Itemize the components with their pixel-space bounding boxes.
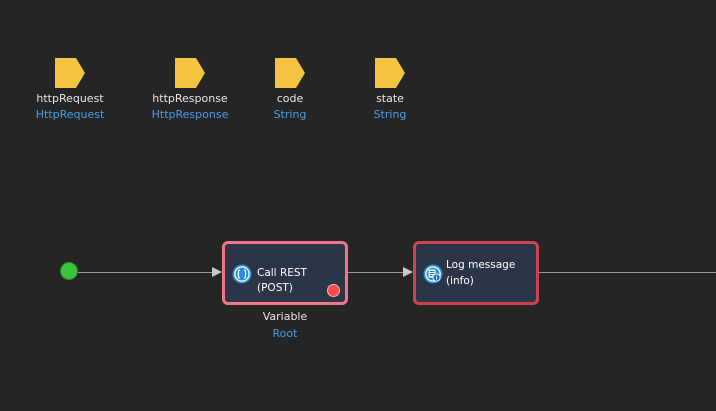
- parameter-type: String: [273, 108, 307, 121]
- rest-call-icon: [232, 264, 252, 284]
- parameter-httprequest[interactable]: httpRequest HttpRequest: [15, 57, 125, 122]
- activity-label: Call REST (POST): [257, 267, 307, 294]
- parameter-icon: [175, 58, 205, 88]
- parameter-type: HttpRequest: [35, 108, 105, 121]
- rest-output-variable: Variable Root: [222, 309, 348, 341]
- parameter-type: HttpResponse: [151, 108, 229, 121]
- parameter-icon: [275, 58, 305, 88]
- call-rest-activity[interactable]: Call REST (POST): [222, 241, 348, 305]
- parameter-name: code: [276, 92, 304, 105]
- parameter-type: String: [373, 108, 407, 121]
- arrowhead-icon: [403, 267, 413, 277]
- parameter-state[interactable]: state String: [335, 57, 445, 122]
- error-indicator-icon[interactable]: [327, 284, 340, 297]
- parameter-code[interactable]: code String: [235, 57, 345, 122]
- activity-label: Log message: [446, 259, 516, 271]
- activity-label: (info): [446, 275, 474, 287]
- parameter-name: httpResponse: [152, 92, 228, 105]
- sequence-flow-log-to-next[interactable]: [539, 272, 716, 273]
- log-message-icon: [423, 264, 443, 284]
- output-variable-name: Variable: [262, 310, 308, 323]
- arrowhead-icon: [212, 267, 222, 277]
- start-event-icon[interactable]: [60, 262, 78, 280]
- parameter-name: state: [376, 92, 404, 105]
- parameter-icon: [375, 58, 405, 88]
- sequence-flow-rest-to-log[interactable]: [348, 272, 405, 273]
- sequence-flow-start-to-rest[interactable]: [78, 272, 214, 273]
- parameter-icon: [55, 58, 85, 88]
- log-message-activity[interactable]: Log message (info): [413, 241, 539, 305]
- parameter-name: httpRequest: [36, 92, 104, 105]
- output-variable-type: Root: [272, 327, 298, 340]
- parameter-httpresponse[interactable]: httpResponse HttpResponse: [135, 57, 245, 122]
